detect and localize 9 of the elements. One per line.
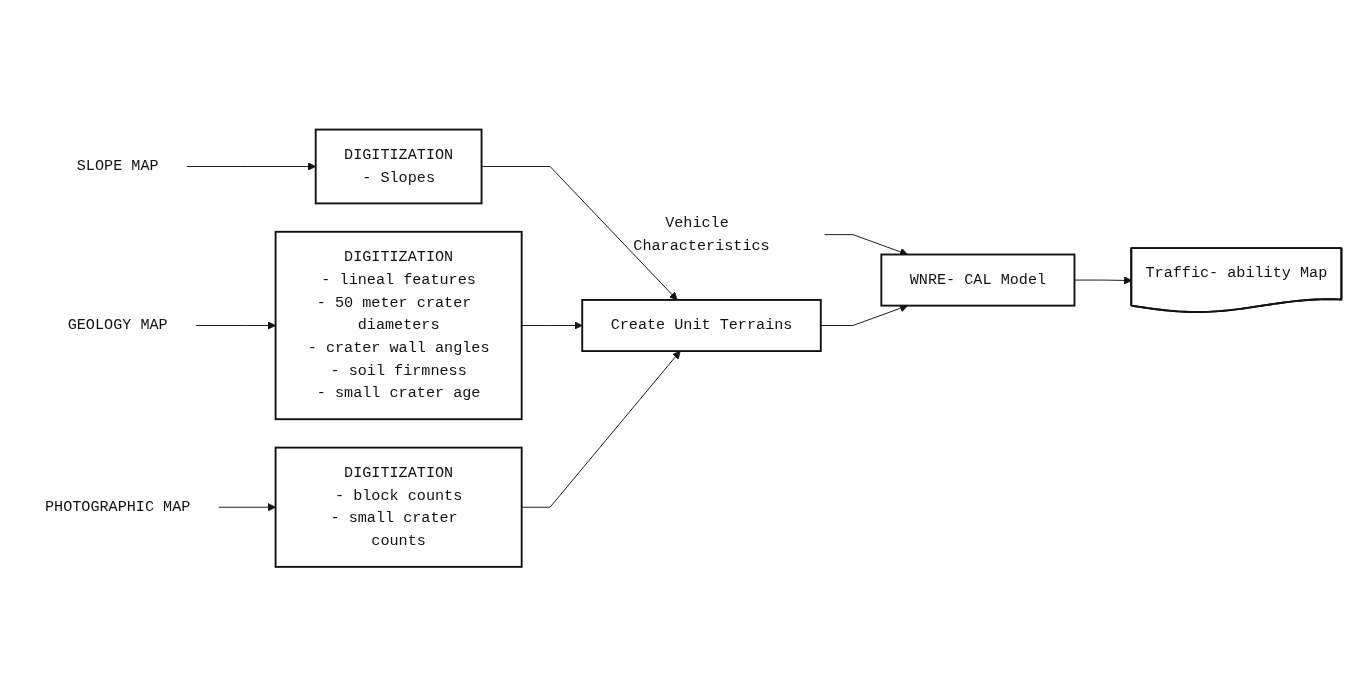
node-box: WNRE- CAL Model xyxy=(880,253,1076,307)
node-box: Create Unit Terrains xyxy=(581,298,822,352)
node-text: SLOPE MAP xyxy=(76,157,159,175)
node-box: DIGITIZATION - Slopes xyxy=(314,128,483,205)
node-box: DIGITIZATION - lineal features - 50 meter crater diameters - crater wall angles - soil firmness - small crater age xyxy=(274,230,523,420)
node-box: DIGITIZATION - block counts - small crater counts xyxy=(274,446,523,568)
node-text: Vehicle Characteristics xyxy=(633,214,770,255)
node-text: PHOTOGRAPHIC MAP xyxy=(44,498,191,516)
node-text: GEOLOGY MAP xyxy=(67,316,168,334)
